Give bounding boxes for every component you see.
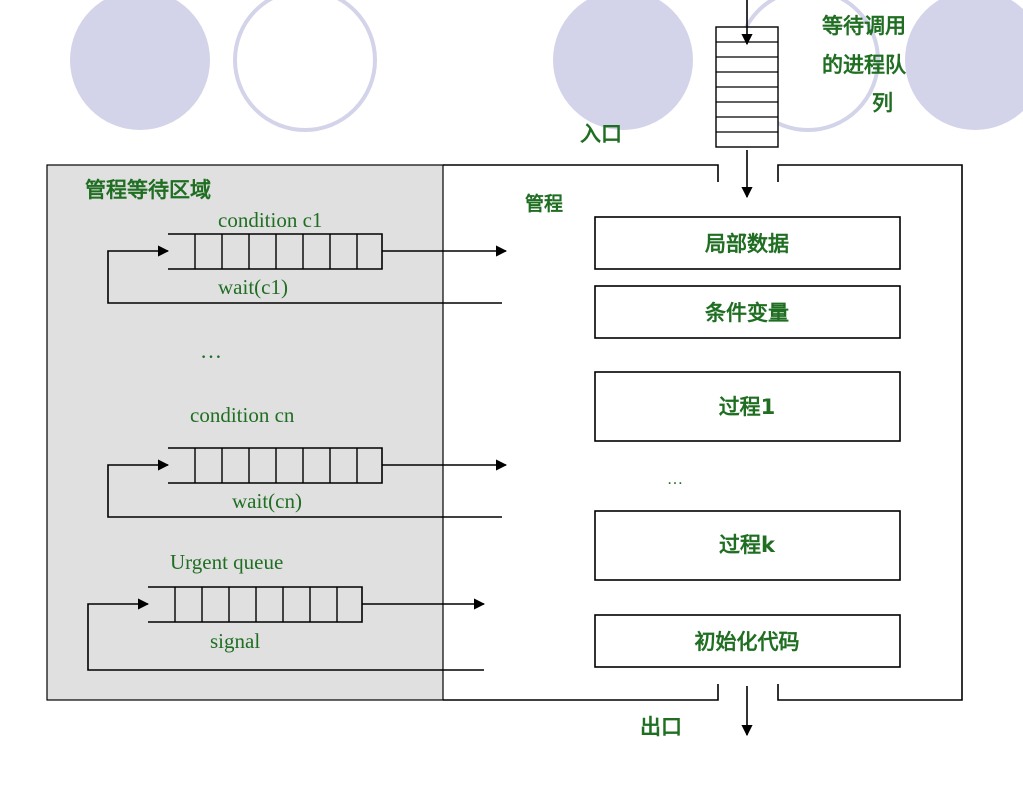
process-ellipsis: … [667,471,683,488]
local-data-box [594,216,901,270]
process-k-box [594,510,901,581]
condition-cn-wait-loop [107,459,502,518]
urgent-signal-loop [87,598,484,671]
monitor-outline [443,164,963,701]
process-1-label: 过程1 [719,395,776,419]
condition-vars-box [594,285,901,339]
decor-circle-filled [70,0,210,130]
exit-label: 出口 [640,715,682,739]
monitor-label: 管程 [525,192,563,215]
wait-area-title: 管程等待区域 [85,178,211,202]
wait-area [46,164,444,701]
condition-c1-wait-loop [107,245,502,304]
condition-c1-title: condition c1 [218,208,322,232]
init-code-label: 初始化代码 [695,630,800,654]
init-code-box [594,614,901,668]
decor-circle-filled [905,0,1023,130]
entry-queue-label-line2: 的进程队 [822,53,907,77]
condition-cn-action: wait(cn) [232,489,302,513]
condition-vars-label: 条件变量 [705,301,789,325]
decor-circle-filled [553,0,693,130]
process-1-box [594,371,901,442]
entry-queue-label-line3: 列 [872,91,893,115]
entry-queue [715,26,779,148]
decor-circle-outline [233,0,377,132]
urgent-action: signal [210,629,260,653]
condition-c1-action: wait(c1) [218,275,288,299]
entry-label: 入口 [580,122,622,146]
ellipsis-left: … [200,338,222,363]
urgent-queue-title: Urgent queue [170,550,283,574]
process-k-label: 过程k [719,533,776,557]
entry-queue-label-line1: 等待调用 [822,14,906,38]
condition-cn-title: condition cn [190,403,295,427]
local-data-label: 局部数据 [705,232,789,256]
decor-circles [70,0,1023,132]
